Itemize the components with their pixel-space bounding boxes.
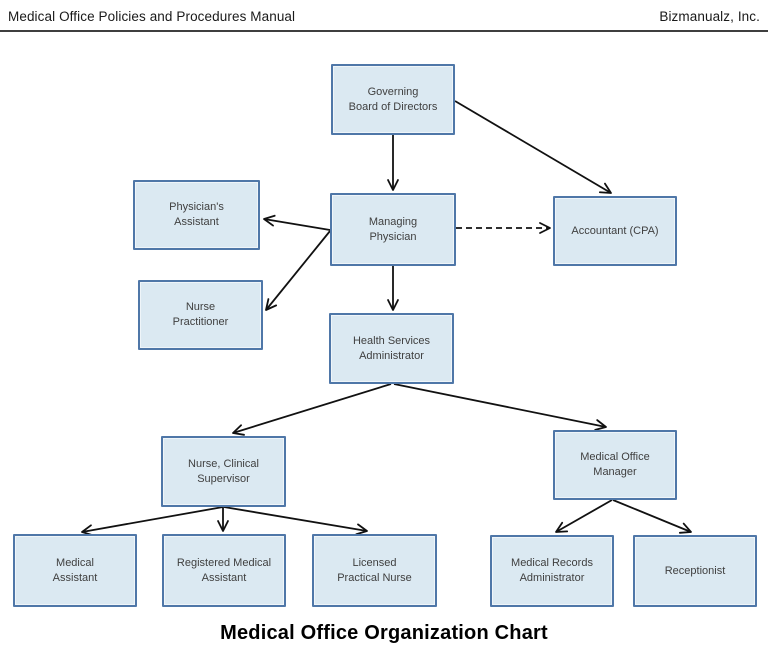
edge-hsa-to-mom	[393, 383, 607, 431]
edge-mom-to-receptionist	[612, 499, 692, 534]
node-nurse-clinical-supervisor: Nurse, Clinical Supervisor	[161, 436, 286, 507]
edge-hsa-to-ncs	[232, 383, 392, 436]
node-medical-assistant: Medical Assistant	[13, 534, 137, 607]
node-label: Accountant (CPA)	[571, 224, 659, 237]
edge-managing-to-np	[265, 230, 331, 311]
node-health-services-administrator: Health Services Administrator	[329, 313, 454, 384]
node-label: Health Services Administrator	[352, 334, 431, 362]
node-label: Medical Records Administrator	[511, 557, 593, 584]
node-label: Medical Office Manager	[580, 451, 650, 478]
node-label: Medical Assistant	[52, 556, 98, 584]
chart-caption: Medical Office Organization Chart	[220, 622, 548, 644]
node-medical-records-administrator: Medical Records Administrator	[490, 535, 614, 607]
edge-ncs-to-lpn	[223, 506, 368, 536]
node-medical-office-manager: Medical Office Manager	[553, 430, 677, 500]
node-governing-board: Governing Board of Directors	[331, 64, 455, 135]
node-physicians-assistant: Physician's Assistant	[133, 180, 260, 250]
node-label: Nurse Practitioner	[172, 301, 229, 328]
node-label: Licensed Practical Nurse	[337, 556, 412, 584]
node-managing-physician: Managing Physician	[330, 193, 456, 266]
node-label: Physician's Assistant	[169, 201, 224, 228]
edge-board-to-accountant	[454, 100, 612, 194]
node-label: Nurse, Clinical Supervisor	[188, 457, 259, 485]
node-label: Receptionist	[664, 564, 726, 577]
node-label: Managing Physician	[368, 215, 418, 243]
node-label: Governing Board of Directors	[348, 85, 438, 113]
node-label: Registered Medical Assistant	[176, 556, 272, 584]
node-nurse-practitioner: Nurse Practitioner	[138, 280, 263, 350]
edge-ncs-to-ma	[81, 506, 224, 537]
page-header: Medical Office Policies and Procedures M…	[0, 0, 768, 32]
edge-managing-to-pa	[263, 214, 331, 231]
company-name: Bizmanualz, Inc.	[659, 9, 760, 24]
node-licensed-practical-nurse: Licensed Practical Nurse	[312, 534, 437, 607]
edge-mom-to-mra	[555, 499, 613, 533]
node-registered-medical-assistant: Registered Medical Assistant	[162, 534, 286, 607]
node-receptionist: Receptionist	[633, 535, 757, 607]
document-title: Medical Office Policies and Procedures M…	[8, 9, 296, 24]
node-accountant-cpa: Accountant (CPA)	[553, 196, 677, 266]
